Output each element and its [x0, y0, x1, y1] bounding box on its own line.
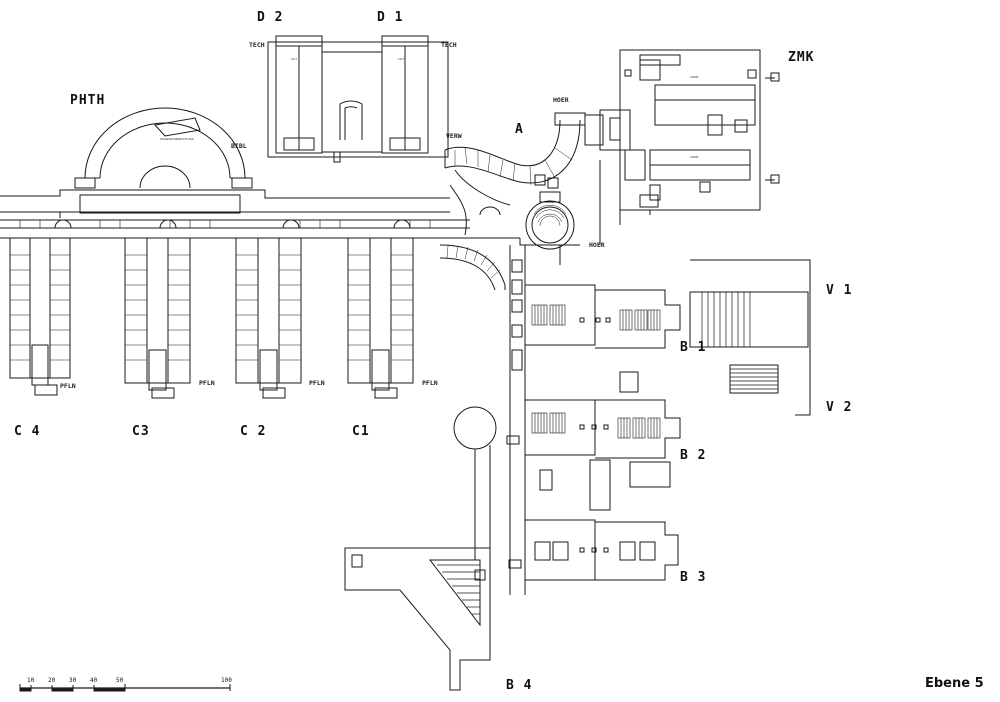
label-d1: D 1 — [377, 10, 404, 25]
label-b4: B 4 — [506, 678, 533, 693]
wing-c3 — [124, 237, 191, 399]
scale-label-10: 10 — [27, 677, 35, 684]
curved-ramp — [439, 244, 506, 291]
scale-label-20: 20 — [48, 677, 56, 684]
scale-label-30: 30 — [69, 677, 77, 684]
label-b1: B 1 — [680, 340, 707, 355]
spine-corridor — [506, 245, 526, 595]
label-tech-right: TECH — [441, 41, 457, 49]
label-hoer-bottom: HOER — [589, 241, 605, 249]
label-v1: V 1 — [826, 283, 853, 298]
scale-bar — [19, 684, 231, 692]
building-zmk: LABOR LABOR — [599, 49, 780, 225]
building-phth: PRAESENZBIBLIOTHEK — [74, 107, 253, 189]
label-c2: C 2 — [240, 424, 267, 439]
label-c3: C3 — [132, 424, 150, 439]
label-pfln-c1: PFLN — [422, 379, 438, 387]
label-c4: C 4 — [14, 424, 41, 439]
label-verw: VERW — [446, 132, 462, 140]
label-hoer-top: HOER — [553, 96, 569, 104]
label-zmk: ZMK — [788, 50, 815, 65]
label-tech-left: TECH — [249, 41, 265, 49]
svg-text:PRAESENZBIBLIOTHEK: PRAESENZBIBLIOTHEK — [160, 137, 194, 141]
scale-label-100: 100 — [221, 677, 232, 684]
wing-c4 — [9, 237, 71, 396]
label-pfln-c4: PFLN — [60, 382, 76, 390]
building-v — [689, 259, 811, 416]
building-b2 — [524, 399, 681, 511]
svg-text:LABOR: LABOR — [690, 76, 699, 79]
svg-text:LIFT: LIFT — [398, 57, 404, 61]
building-d: LIFT LIFT — [267, 35, 449, 163]
wing-c1 — [347, 237, 414, 399]
label-pfln-c3: PFLN — [199, 379, 215, 387]
scale-label-50: 50 — [116, 677, 124, 684]
label-pfln-c2: PFLN — [309, 379, 325, 387]
label-bibl: BIBL — [231, 142, 247, 150]
scale-label-40: 40 — [90, 677, 98, 684]
svg-text:LABOR: LABOR — [690, 156, 699, 159]
building-b3 — [524, 519, 679, 581]
label-b2: B 2 — [680, 448, 707, 463]
label-b3: B 3 — [680, 570, 707, 585]
building-b1 — [524, 284, 681, 393]
label-d2: D 2 — [257, 10, 284, 25]
building-b4 — [344, 547, 491, 691]
label-c1: C1 — [352, 424, 370, 439]
building-a — [444, 112, 604, 265]
main-corridor — [0, 189, 520, 239]
svg-text:LIFT: LIFT — [291, 57, 297, 61]
level-label: Ebene 5 — [925, 676, 984, 691]
label-phth: PHTH — [70, 93, 106, 108]
label-v2: V 2 — [826, 400, 853, 415]
label-a: A — [515, 122, 524, 137]
wing-c2 — [235, 237, 302, 399]
